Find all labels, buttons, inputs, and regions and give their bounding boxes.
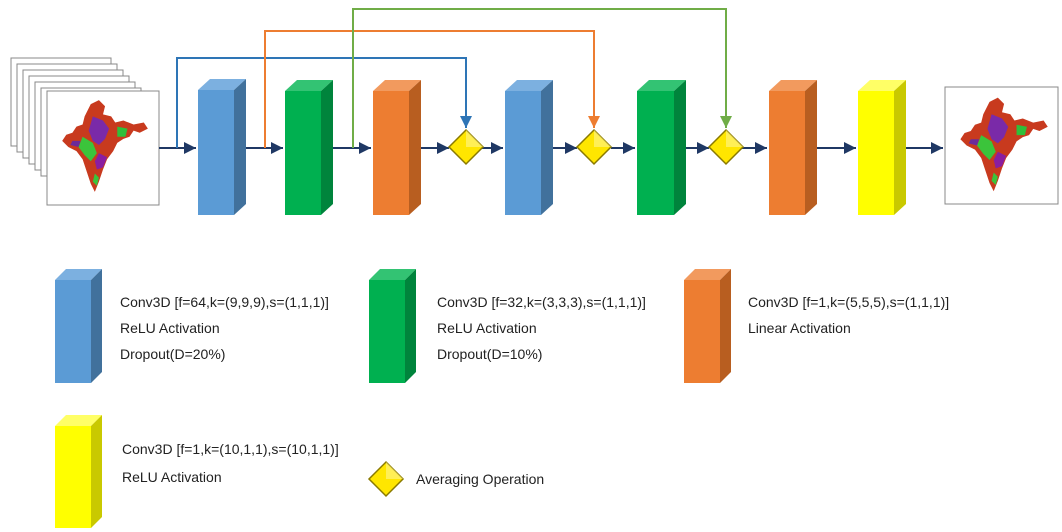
legend-block-front (55, 426, 91, 528)
legend-block-top (55, 269, 102, 280)
conv-block-2-green (285, 80, 333, 215)
legend-averaging: Averaging Operation (367, 460, 544, 498)
conv-block-7-yellow (858, 80, 906, 215)
block-top (505, 80, 553, 91)
block-front (769, 91, 805, 215)
block-side (234, 79, 246, 215)
diamond-highlight (594, 130, 611, 147)
block-front (285, 91, 321, 215)
conv-block-5-green (637, 80, 686, 215)
legend-orange-line1: Conv3D [f=1,k=(5,5,5),s=(1,1,1)] (748, 294, 949, 310)
block-side (541, 80, 553, 215)
averaging-op-1 (447, 128, 485, 166)
legend-block-front (369, 280, 405, 383)
legend-block-side (720, 269, 731, 383)
legend-blue-line3: Dropout(D=20%) (120, 346, 225, 362)
averaging-op-2 (575, 128, 613, 166)
skip-connection-green (352, 8, 732, 148)
input-map-stack (10, 57, 160, 206)
legend-block-top (55, 415, 102, 426)
conv-block-4-blue (505, 80, 553, 215)
legend-green-line3: Dropout(D=10%) (437, 346, 542, 362)
block-side (674, 80, 686, 215)
block-front (505, 91, 541, 215)
skip-connection-blue (176, 57, 472, 148)
skip-connection-orange (264, 30, 600, 148)
legend-yellow-line1: Conv3D [f=1,k=(10,1,1),s=(10,1,1)] (122, 441, 339, 457)
legend-yellow-line2: ReLU Activation (122, 469, 222, 485)
diamond-highlight (386, 462, 403, 479)
legend-blue-line2: ReLU Activation (120, 320, 220, 336)
legend-blue-line1: Conv3D [f=64,k=(9,9,9),s=(1,1,1)] (120, 294, 329, 310)
block-side (894, 80, 906, 215)
averaging-op-3 (707, 128, 745, 166)
block-side (805, 80, 817, 215)
legend-green: Conv3D [f=32,k=(3,3,3),s=(1,1,1)] ReLU A… (369, 269, 646, 383)
block-front (858, 91, 894, 215)
block-top (198, 79, 246, 90)
block-front (198, 90, 234, 215)
legend-green-line1: Conv3D [f=32,k=(3,3,3),s=(1,1,1)] (437, 294, 646, 310)
block-side (409, 80, 421, 215)
conv-block-6-orange (769, 80, 817, 215)
legend-block-top (369, 269, 416, 280)
diamond-highlight (726, 130, 743, 147)
block-top (373, 80, 421, 91)
legend-block-side (91, 415, 102, 528)
legend-orange: Conv3D [f=1,k=(5,5,5),s=(1,1,1)] Linear … (684, 269, 949, 383)
block-top (858, 80, 906, 91)
legend-orange-line2: Linear Activation (748, 320, 851, 336)
legend-block-top (684, 269, 731, 280)
legend-block-side (91, 269, 102, 383)
block-top (637, 80, 686, 91)
block-front (373, 91, 409, 215)
conv-block-1-blue (198, 79, 246, 215)
legend-block-front (55, 280, 91, 383)
diamond-highlight (466, 130, 483, 147)
legend-blue: Conv3D [f=64,k=(9,9,9),s=(1,1,1)] ReLU A… (55, 269, 329, 383)
block-front (637, 91, 674, 215)
legend-block-front (684, 280, 720, 383)
conv-block-3-orange (373, 80, 421, 215)
output-map (944, 86, 1059, 205)
block-top (769, 80, 817, 91)
legend-averaging-label: Averaging Operation (416, 471, 544, 487)
legend-green-line2: ReLU Activation (437, 320, 537, 336)
legend-block-side (405, 269, 416, 383)
legend-yellow: Conv3D [f=1,k=(10,1,1),s=(10,1,1)] ReLU … (55, 415, 339, 528)
block-side (321, 80, 333, 215)
block-top (285, 80, 333, 91)
